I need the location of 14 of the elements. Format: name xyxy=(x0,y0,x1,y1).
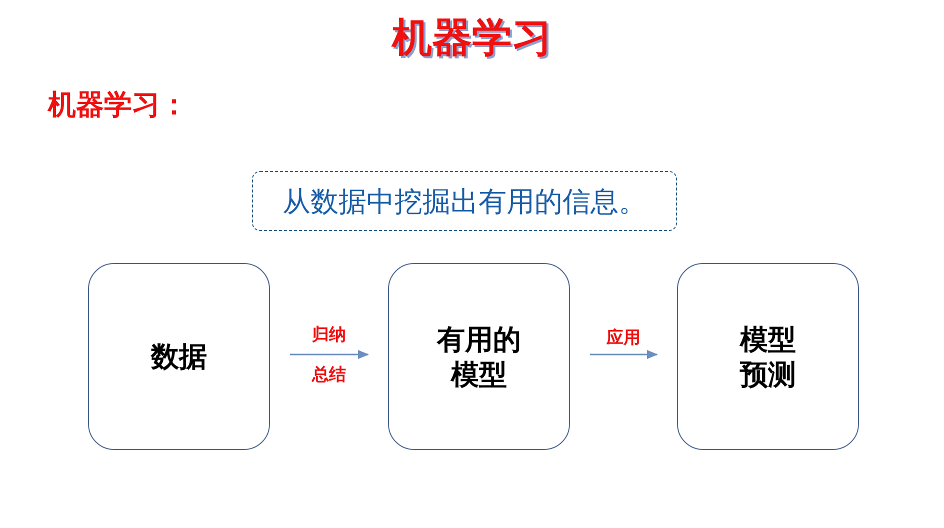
edge-label: 归纳总结 xyxy=(312,324,346,386)
node-text: 模型预测 xyxy=(738,322,797,392)
edge-label: 应用 xyxy=(606,326,640,348)
note-box xyxy=(252,171,677,231)
node-text: 有用的模型 xyxy=(436,322,522,392)
title: 机器学习 xyxy=(392,14,552,63)
process-box xyxy=(388,263,570,450)
process-box xyxy=(677,263,859,450)
arrow xyxy=(290,350,370,359)
arrow xyxy=(590,350,658,359)
node-text: 从数据中挖掘出有用的信息。 xyxy=(282,184,646,218)
process-box xyxy=(88,263,270,450)
subtitle: 机器学习： xyxy=(48,87,188,123)
node-text: 数据 xyxy=(151,339,207,374)
